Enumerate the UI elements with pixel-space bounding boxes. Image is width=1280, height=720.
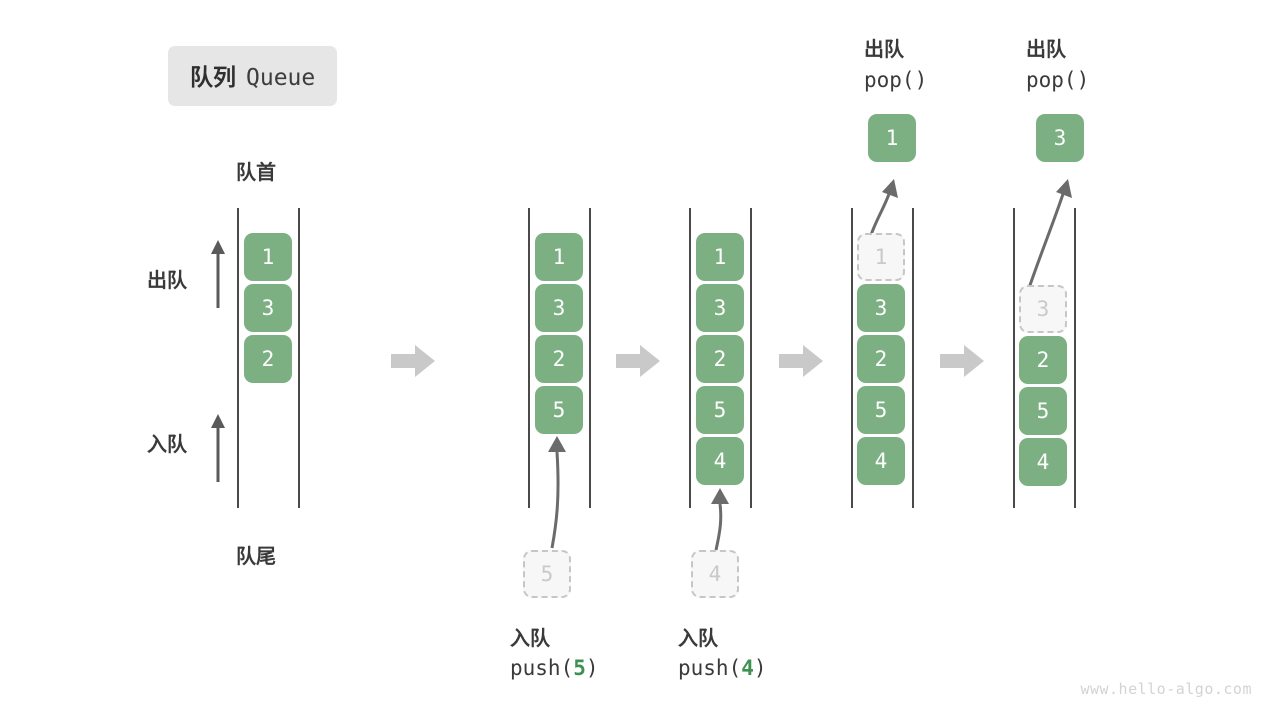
queue-cell: 3 <box>857 284 905 332</box>
dequeue-direction-arrow-icon <box>211 240 225 308</box>
queue-cell-incoming: 4 <box>696 437 744 485</box>
diagram-title-en: Queue <box>246 65 316 91</box>
queue-rail-left-4 <box>851 208 853 508</box>
queue-cell: 5 <box>1019 387 1067 435</box>
push-5-code-prefix: push( <box>510 656 574 680</box>
queue-cell: 3 <box>696 284 744 332</box>
dequeue-motion-arrow-icon <box>1025 179 1072 295</box>
pop-1-label-code: pop() <box>864 68 928 92</box>
pending-element-ghost: 5 <box>523 550 571 598</box>
queue-rail-left-1 <box>237 208 239 508</box>
queue-cell: 2 <box>696 335 744 383</box>
step-arrow-icon <box>779 345 823 377</box>
queue-cell: 1 <box>696 233 744 281</box>
queue-cell: 2 <box>244 335 292 383</box>
queue-rail-left-3 <box>689 208 691 508</box>
queue-cell: 1 <box>244 233 292 281</box>
pop-1-label-cn: 出队 <box>864 37 904 61</box>
queue-column-pop-1: 1 3 2 5 4 <box>857 233 905 485</box>
pop-3-label-code: pop() <box>1026 68 1090 92</box>
queue-cell: 4 <box>1019 438 1067 486</box>
queue-cell: 5 <box>696 386 744 434</box>
diagram-title-badge: 队列 Queue <box>168 46 338 106</box>
queue-tail-label: 队尾 <box>236 544 276 568</box>
step-arrow-icon <box>940 345 984 377</box>
queue-rail-right-1 <box>298 208 300 508</box>
push-4-code-suffix: ) <box>753 656 767 680</box>
push-5-caption-code: push(5) <box>510 656 599 680</box>
push-4-code-arg: 4 <box>741 656 754 680</box>
queue-cell: 3 <box>535 284 583 332</box>
popped-element: 3 <box>1036 114 1084 162</box>
queue-cell: 3 <box>244 284 292 332</box>
queue-rail-left-2 <box>528 208 530 508</box>
diagram-title-cn: 队列 <box>190 65 236 91</box>
step-arrow-icon <box>616 345 660 377</box>
queue-rail-right-3 <box>750 208 752 508</box>
push-4-caption-cn: 入队 <box>678 626 718 650</box>
queue-cell: 2 <box>535 335 583 383</box>
queue-column-pop-3: 3 2 5 4 <box>1019 285 1067 486</box>
push-5-caption-cn: 入队 <box>510 626 550 650</box>
queue-column-push-4: 1 3 2 5 4 <box>696 233 744 485</box>
queue-cell-removed-ghost: 1 <box>857 233 905 281</box>
queue-cell: 5 <box>857 386 905 434</box>
watermark: www.hello-algo.com <box>1080 680 1252 698</box>
queue-column-initial: 1 3 2 <box>244 233 292 383</box>
popped-element: 1 <box>868 114 916 162</box>
dequeue-motion-arrow-icon <box>868 179 898 239</box>
push-4-code-prefix: push( <box>678 656 742 680</box>
queue-rail-right-5 <box>1074 208 1076 508</box>
queue-cell: 2 <box>857 335 905 383</box>
pending-element-ghost: 4 <box>691 550 739 598</box>
push-5-code-suffix: ) <box>585 656 599 680</box>
push-4-caption-code: push(4) <box>678 656 767 680</box>
step-arrow-icon <box>391 345 435 377</box>
enqueue-motion-arrow-icon <box>548 436 566 549</box>
pop-3-label-cn: 出队 <box>1026 37 1066 61</box>
push-5-code-arg: 5 <box>573 656 586 680</box>
dequeue-direction-label: 出队 <box>147 268 187 292</box>
queue-cell-removed-ghost: 3 <box>1019 285 1067 333</box>
queue-cell: 1 <box>535 233 583 281</box>
queue-cell: 4 <box>857 437 905 485</box>
queue-cell-incoming: 5 <box>535 386 583 434</box>
queue-rail-right-2 <box>589 208 591 508</box>
enqueue-motion-arrow-icon <box>711 488 729 551</box>
queue-cell: 2 <box>1019 336 1067 384</box>
queue-rail-right-4 <box>912 208 914 508</box>
queue-head-label: 队首 <box>236 160 276 184</box>
queue-rail-left-5 <box>1013 208 1015 508</box>
enqueue-direction-arrow-icon <box>211 414 225 482</box>
queue-column-push-5: 1 3 2 5 <box>535 233 583 434</box>
enqueue-direction-label: 入队 <box>147 432 187 456</box>
